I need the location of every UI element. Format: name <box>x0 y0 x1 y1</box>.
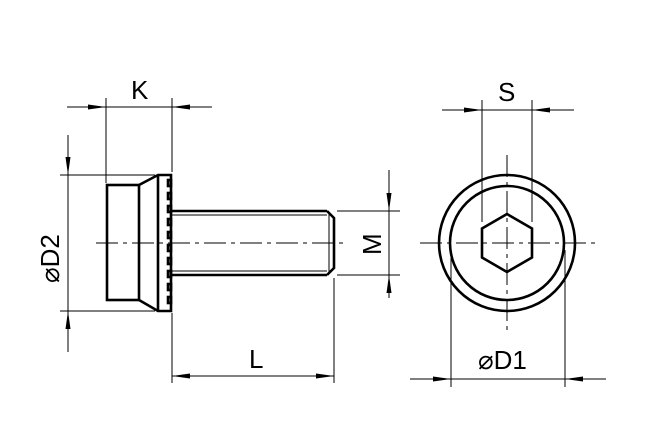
end-view: S ⌀D1 <box>410 77 606 387</box>
label-l: L <box>249 344 263 374</box>
outer-circle <box>437 173 577 313</box>
dimension-l: L <box>171 278 335 383</box>
label-s: S <box>498 77 515 107</box>
side-view: K ⌀D2 M <box>35 75 400 383</box>
knurl-teeth <box>166 178 173 305</box>
label-d1: ⌀D1 <box>478 345 527 375</box>
screw-head-body <box>105 183 141 302</box>
label-k: K <box>131 75 149 105</box>
dimension-k: K <box>67 75 212 183</box>
label-d2: ⌀D2 <box>35 234 65 283</box>
threaded-shank <box>171 209 336 277</box>
dimension-m: M <box>337 170 400 298</box>
screw-head-cone <box>138 173 173 313</box>
inner-circle <box>448 184 566 302</box>
label-m: M <box>357 233 387 255</box>
diameter-symbol: ⌀ <box>478 345 494 375</box>
diameter-symbol: ⌀ <box>35 267 65 283</box>
dimension-s: S <box>442 77 574 222</box>
dimension-d2: ⌀D2 <box>35 135 155 352</box>
hex-socket-icon <box>480 212 534 274</box>
dimension-d1: ⌀D1 <box>410 250 606 387</box>
